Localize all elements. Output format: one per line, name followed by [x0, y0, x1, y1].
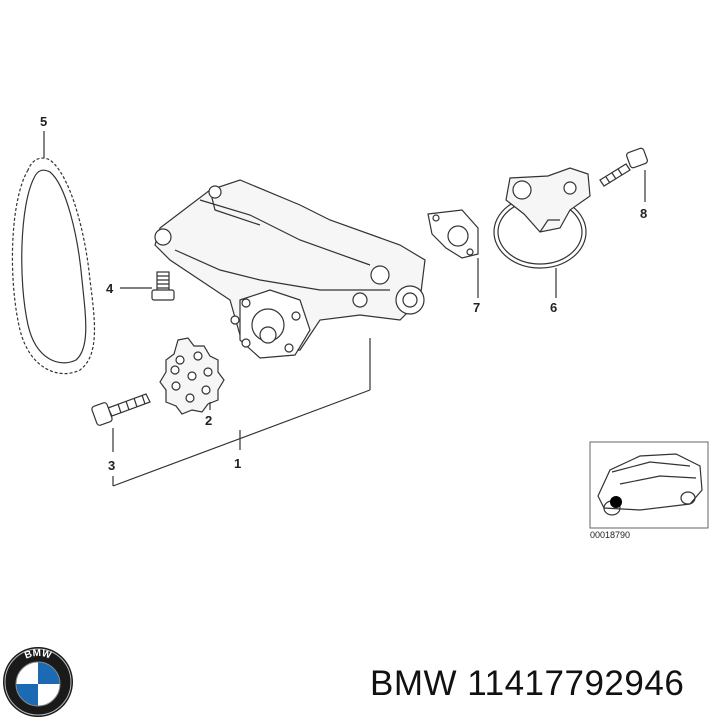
- gasket-7: [427, 209, 479, 259]
- sprocket-2: [159, 337, 225, 415]
- gasket-6: [493, 167, 591, 269]
- bolt-4: [151, 271, 175, 301]
- callout-7: 7: [473, 300, 480, 315]
- callout-5: 5: [40, 114, 47, 129]
- reference-code: 00018790: [590, 530, 630, 540]
- chain-part: [11, 157, 96, 375]
- car-location-thumbnail: [589, 441, 709, 529]
- logo-text: BMW: [23, 648, 53, 662]
- oil-pump-assembly: [154, 179, 426, 359]
- callout-2: 2: [205, 413, 212, 428]
- bolt-3: [91, 393, 151, 426]
- bmw-logo: BMW: [3, 647, 73, 717]
- bolt-8: [599, 147, 648, 187]
- svg-text:BMW: BMW: [23, 648, 53, 662]
- callout-8: 8: [640, 206, 647, 221]
- callout-6: 6: [550, 300, 557, 315]
- part-number-caption: BMW 11417792946: [370, 664, 685, 703]
- callout-3: 3: [108, 458, 115, 473]
- leader-1: [112, 338, 371, 487]
- callout-1: 1: [234, 456, 241, 471]
- callout-4: 4: [106, 281, 114, 296]
